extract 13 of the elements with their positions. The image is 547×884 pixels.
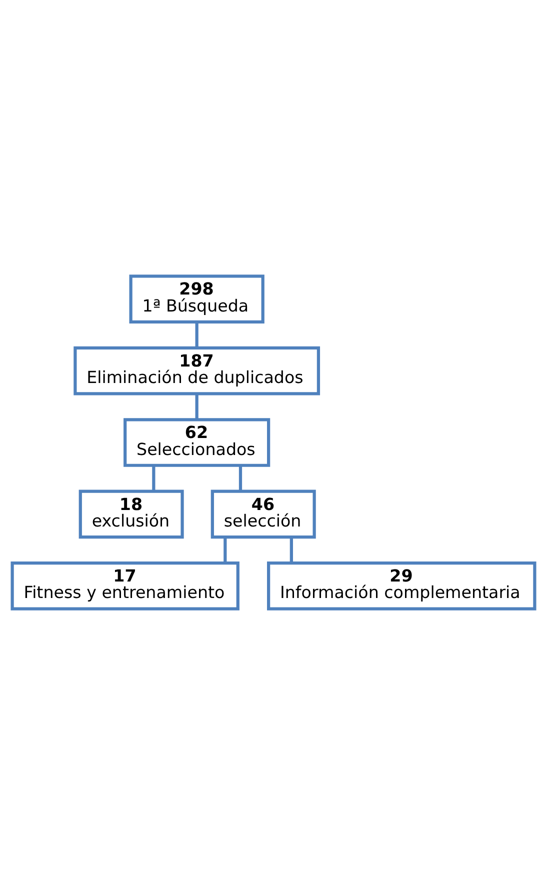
node-box: 18 exclusión — [78, 489, 184, 538]
node-box: 29 Información complementaria — [267, 561, 536, 610]
node-box: 62 Seleccionados — [124, 418, 270, 466]
node-box: 46 selección — [210, 489, 316, 538]
connector — [195, 393, 198, 419]
connector — [152, 465, 156, 491]
node-box: 17 Fitness y entrenamiento — [10, 561, 240, 610]
connector — [290, 536, 293, 562]
node-box: 187 Eliminación de duplicados — [74, 346, 320, 395]
node-box: 298 1ª Búsqueda — [129, 274, 264, 323]
connector — [195, 322, 198, 348]
connector — [238, 465, 242, 491]
connector — [224, 536, 227, 562]
